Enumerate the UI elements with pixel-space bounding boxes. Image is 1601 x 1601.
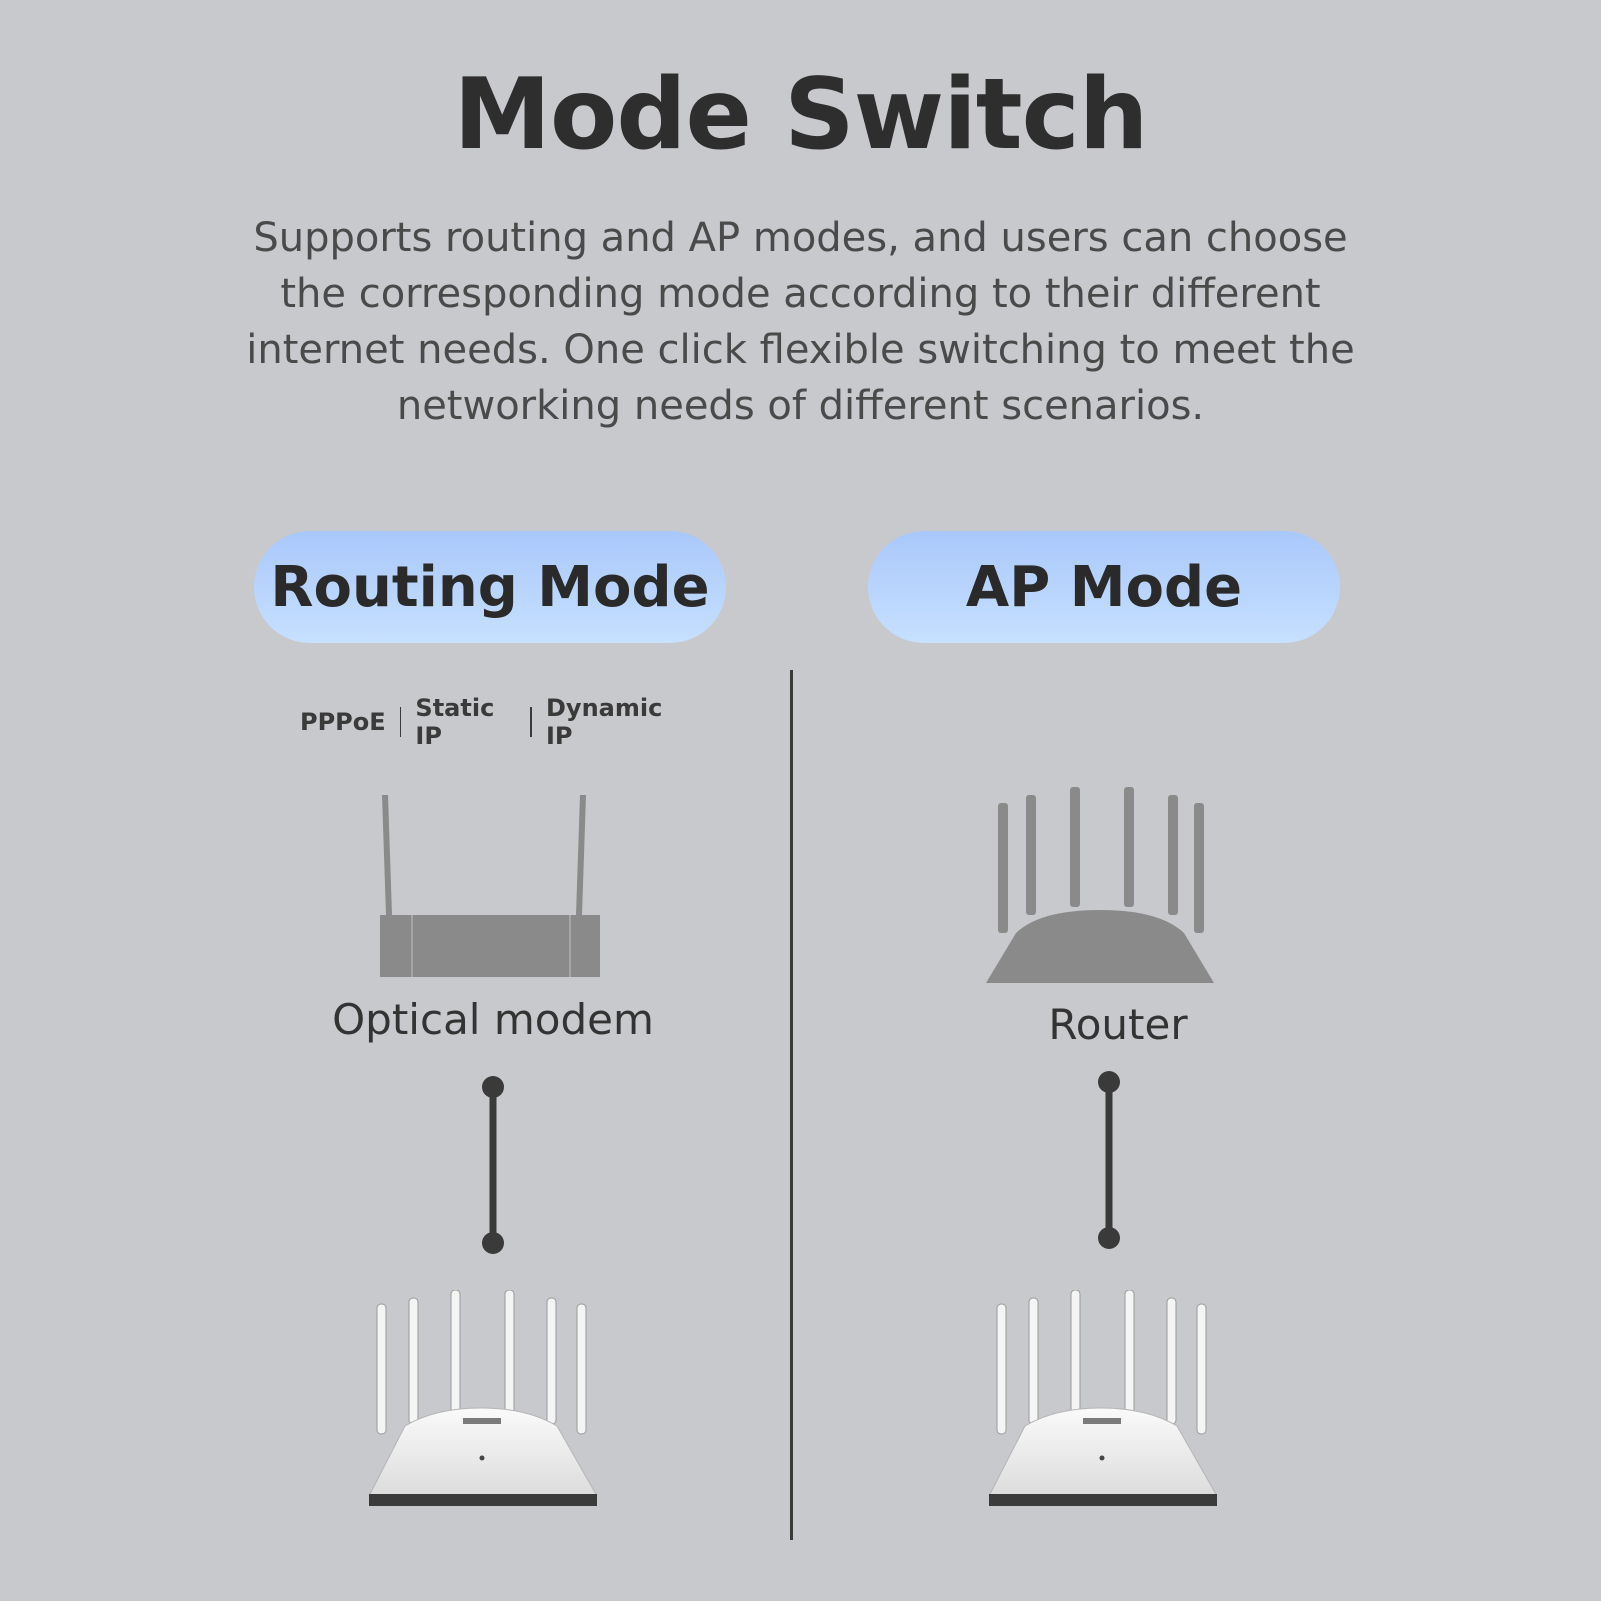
mode-description: Supports routing and AP modes, and users… xyxy=(246,215,1355,429)
ap-mode-label: AP Mode xyxy=(965,554,1243,620)
router-label: Router xyxy=(1048,1000,1188,1049)
routing-mode-pill: Routing Mode xyxy=(254,531,726,643)
protocol-separator xyxy=(530,707,532,737)
optical-modem-icon xyxy=(370,790,610,980)
protocol-dynamic-ip: Dynamic IP xyxy=(546,694,663,750)
connection-line-right xyxy=(1094,1070,1124,1250)
product-router-right-icon xyxy=(985,1289,1235,1520)
protocol-list: PPPoE Static IP Dynamic IP xyxy=(300,694,680,750)
protocol-static-ip: Static IP xyxy=(415,694,495,750)
product-router-left-icon xyxy=(365,1289,615,1520)
page-title: Mode Switch xyxy=(453,58,1149,172)
ap-mode-pill: AP Mode xyxy=(868,531,1340,643)
optical-modem-label: Optical modem xyxy=(332,995,654,1044)
connection-line-left xyxy=(478,1075,508,1255)
protocol-pppoe: PPPoE xyxy=(300,708,386,736)
section-divider xyxy=(790,670,793,1540)
router-silhouette-icon xyxy=(980,785,1220,985)
protocol-separator xyxy=(399,707,402,737)
routing-mode-label: Routing Mode xyxy=(270,554,710,620)
